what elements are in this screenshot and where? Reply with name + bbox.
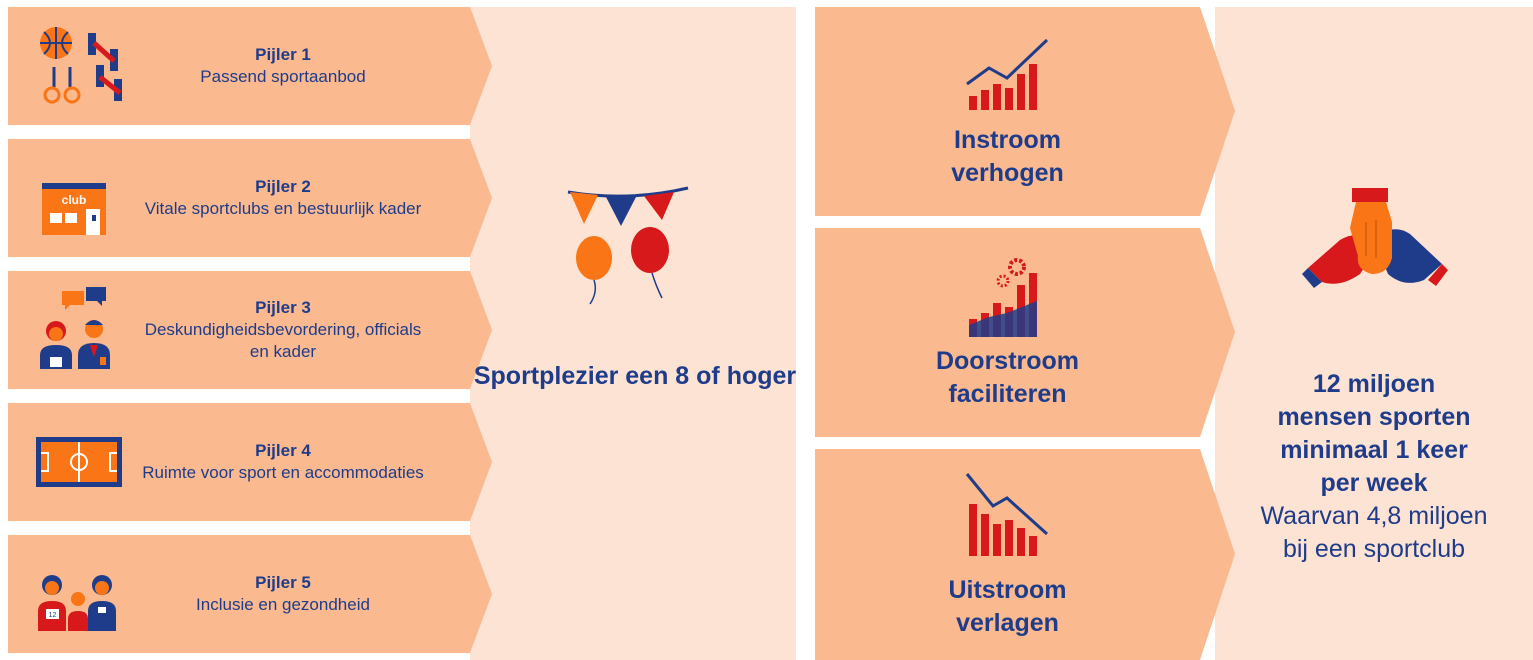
clubhouse-sign: club <box>62 193 87 207</box>
goal-text: 12 miljoen mensen sporten minimaal 1 kee… <box>1215 368 1533 566</box>
stage-label: Instroom verhogen <box>951 125 1064 187</box>
goal-panel <box>1215 7 1533 660</box>
pillar-text: Pijler 3 Deskundigheidsbevordering, offi… <box>138 271 428 389</box>
gear-chart-icon <box>968 257 1037 337</box>
goal-headline: 12 miljoen mensen sporten minimaal 1 kee… <box>1277 370 1471 497</box>
stage-uitstroom: Uitstroom verlagen <box>815 449 1235 660</box>
stage-content: Doorstroom faciliteren <box>815 228 1200 437</box>
stage-label: Uitstroom verlagen <box>948 575 1067 637</box>
pillar-title: Pijler 5 <box>255 573 311 592</box>
center-label: Sportplezier een 8 of hoger <box>473 362 797 390</box>
bib-number: 12 <box>49 612 57 619</box>
stage-instroom: Instroom verhogen <box>815 7 1235 216</box>
center-panel <box>470 7 796 660</box>
party-bunting-balloons-icon <box>567 186 689 305</box>
stage-label: Doorstroom faciliteren <box>935 346 1080 408</box>
pillar-description: Ruimte voor sport en accommodaties <box>142 463 424 482</box>
growth-chart-icon <box>965 38 1048 110</box>
pillar-description: Inclusie en gezondheid <box>196 595 370 614</box>
handshake-icon <box>1302 188 1448 288</box>
stage-content: Instroom verhogen <box>815 7 1200 216</box>
pillar-description: Vitale sportclubs en bestuurlijk kader <box>144 199 422 218</box>
pillar-title: Pijler 1 <box>255 45 311 64</box>
sports-equipment-icon <box>40 27 122 104</box>
pillar-description: Deskundigheidsbevordering, officials en … <box>144 320 422 361</box>
pillar-title: Pijler 3 <box>255 298 311 317</box>
clubhouse-icon: club <box>42 183 106 235</box>
pillar-2: club Pijler 2 Vitale sportclubs en bestu… <box>8 139 492 257</box>
pillar-4: Pijler 4 Ruimte voor sport en accommodat… <box>8 403 492 521</box>
pillar-text: Pijler 4 Ruimte voor sport en accommodat… <box>138 403 428 521</box>
officials-icon <box>40 287 110 369</box>
pillar-5: 12 Pijler 5 Inclusie en gezondheid <box>8 535 492 653</box>
decline-chart-icon <box>965 472 1048 556</box>
sports-field-icon <box>36 437 122 487</box>
pillar-description: Passend sportaanbod <box>200 67 366 86</box>
pillar-text: Pijler 5 Inclusie en gezondheid <box>138 535 428 653</box>
pillar-text: Pijler 2 Vitale sportclubs en bestuurlij… <box>138 139 428 257</box>
pillar-3: Pijler 3 Deskundigheidsbevordering, offi… <box>8 271 492 389</box>
inclusion-icon: 12 <box>38 575 116 631</box>
pillar-1: Pijler 1 Passend sportaanbod <box>8 7 492 125</box>
pillar-title: Pijler 4 <box>255 441 311 460</box>
goal-subline: Waarvan 4,8 miljoen bij een sportclub <box>1260 502 1488 563</box>
stage-doorstroom: Doorstroom faciliteren <box>815 228 1235 437</box>
pillar-text: Pijler 1 Passend sportaanbod <box>138 7 428 125</box>
pillar-title: Pijler 2 <box>255 177 311 196</box>
stage-content: Uitstroom verlagen <box>815 449 1200 660</box>
